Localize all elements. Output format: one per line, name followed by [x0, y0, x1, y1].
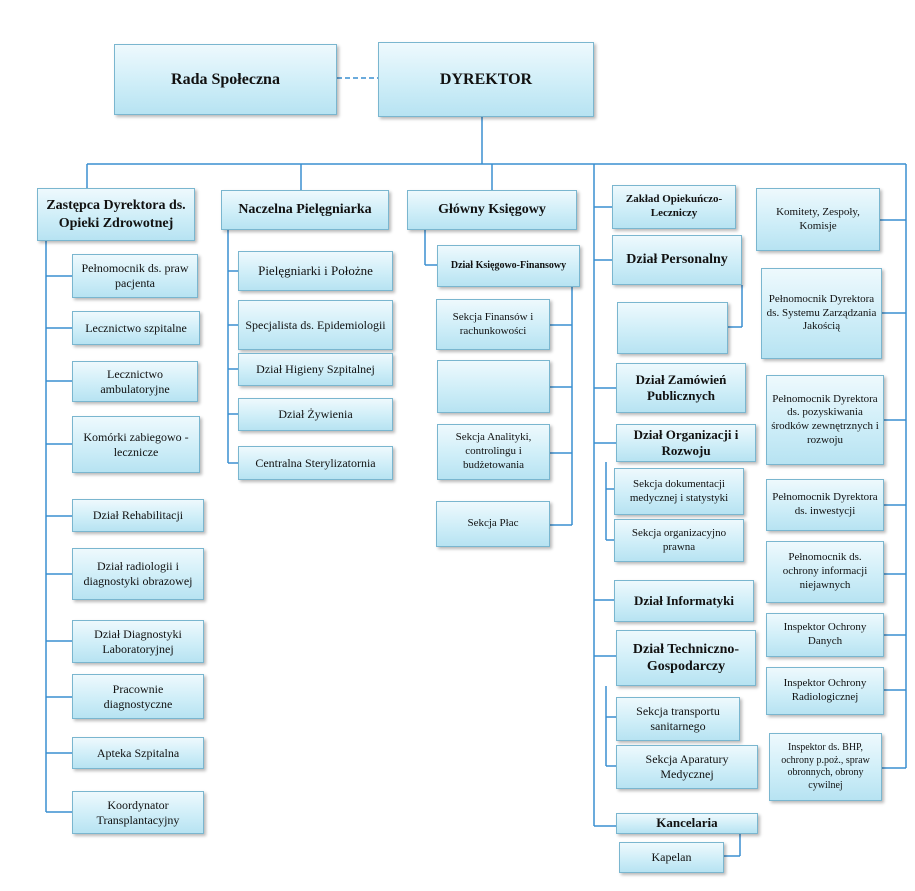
zamowien-box: Dział Zamówień Publicznych — [616, 363, 746, 413]
personalny-label: Dział Personalny — [626, 252, 728, 268]
col1-item: Koordynator Transplantacyjny — [72, 791, 204, 834]
col2-item-label: Centralna Sterylizatornia — [255, 455, 376, 470]
col5-item-label: Inspektor Ochrony Radiologicznej — [783, 677, 867, 703]
col5-item: Pełnomocnik ds. ochrony informacji nieja… — [766, 541, 884, 603]
col5-item-label: Pełnomocnik Dyrektora ds. inwestycji — [772, 491, 878, 517]
aparatura-label: Sekcja Aparatury Medycznej — [645, 752, 729, 781]
col2-item: Specjalista ds. Epidemiologii — [238, 300, 393, 350]
transport-label: Sekcja transportu sanitarnego — [636, 704, 720, 733]
col3-head-label: Główny Księgowy — [438, 202, 546, 218]
kapelan-box: Kapelan — [619, 842, 724, 873]
col1-item-label: Dział radiologii i diagnostyki obrazowej — [83, 559, 193, 588]
sekcja-dok-box: Sekcja dokumentacji medycznej i statysty… — [614, 468, 744, 515]
col3-item-empty — [437, 360, 550, 413]
col2-item: Dział Higieny Szpitalnej — [238, 353, 393, 386]
col1-head-label: Zastępca Dyrektora ds. Opieki Zdrowotnej — [46, 198, 186, 231]
dyrektor-box: DYREKTOR — [378, 42, 594, 117]
kancelaria-box: Kancelaria — [616, 813, 758, 834]
organizacji-label: Dział Organizacji i Rozwoju — [633, 426, 739, 458]
col5-item: Pełnomocnik Dyrektora ds. pozyskiwania ś… — [766, 375, 884, 465]
organizacji-box: Dział Organizacji i Rozwoju — [616, 424, 756, 462]
col1-item: Dział Rehabilitacji — [72, 499, 204, 532]
col2-item-label: Pielęgniarki i Położne — [258, 262, 373, 278]
informatyki-label: Dział Informatyki — [633, 592, 735, 608]
col5-item: Inspektor Ochrony Danych — [766, 613, 884, 657]
col1-head: Zastępca Dyrektora ds. Opieki Zdrowotnej — [37, 188, 195, 241]
zol-label: Zakład Opiekuńczo-Leczniczy — [625, 193, 723, 219]
col1-item: Pełnomocnik ds. praw pacjenta — [72, 254, 198, 298]
sekcja-dok-label: Sekcja dokumentacji medycznej i statysty… — [629, 477, 729, 504]
col5-item-label: Inspektor Ochrony Danych — [783, 621, 867, 647]
col3-item-label: Sekcja Finansów i rachunkowości — [452, 310, 534, 337]
col1-item: Lecznictwo szpitalne — [72, 311, 200, 345]
col1-item-label: Dział Diagnostyki Laboratoryjnej — [94, 626, 182, 656]
col3-item-label: Sekcja Analityki, controlingu i budżetow… — [455, 431, 532, 471]
col1-item: Apteka Szpitalna — [72, 737, 204, 769]
col5-item: Inspektor Ochrony Radiologicznej — [766, 667, 884, 715]
col5-item-label: Pełnomocnik Dyrektora ds. Systemu Zarząd… — [766, 292, 877, 333]
kapelan-label: Kapelan — [651, 850, 692, 864]
techniczny-label: Dział Techniczno-Gospodarczy — [632, 641, 740, 675]
col1-item-label: Lecznictwo szpitalne — [85, 320, 187, 335]
rada-spoleczna-box: Rada Społeczna — [114, 44, 337, 115]
col1-item: Pracownie diagnostyczne — [72, 674, 204, 719]
col3-sub-label: Dział Księgowo-Finansowy — [450, 259, 567, 271]
zol-box: Zakład Opiekuńczo-Leczniczy — [612, 185, 736, 229]
aparatura-box: Sekcja Aparatury Medycznej — [616, 745, 758, 789]
col3-head: Główny Księgowy — [407, 190, 577, 230]
empty-box — [617, 302, 728, 354]
col3-item-label: Sekcja Płac — [467, 517, 519, 530]
col1-item: Dział Diagnostyki Laboratoryjnej — [72, 620, 204, 663]
col3-sub: Dział Księgowo-Finansowy — [437, 245, 580, 287]
col2-item-label: Dział Higieny Szpitalnej — [256, 362, 375, 376]
col2-item-label: Dział Żywienia — [278, 407, 353, 421]
col5-item: Inspektor ds. BHP, ochrony p.poż., spraw… — [769, 733, 882, 801]
col1-item: Komórki zabiegowo - lecznicze — [72, 416, 200, 473]
col2-item: Dział Żywienia — [238, 398, 393, 431]
col5-item-label: Inspektor ds. BHP, ochrony p.poż., spraw… — [781, 742, 870, 791]
col2-head-label: Naczelna Pielęgniarka — [238, 202, 372, 218]
col1-item-label: Pełnomocnik ds. praw pacjenta — [81, 261, 189, 290]
transport-box: Sekcja transportu sanitarnego — [616, 697, 740, 741]
col1-item-label: Koordynator Transplantacyjny — [96, 797, 180, 827]
rada-spoleczna-label: Rada Społeczna — [171, 70, 280, 88]
col5-item-label: Komitety, Zespoły, Komisje — [776, 205, 860, 232]
col5-item: Komitety, Zespoły, Komisje — [756, 188, 880, 251]
col1-item: Lecznictwo ambulatoryjne — [72, 361, 198, 402]
col2-item: Pielęgniarki i Położne — [238, 251, 393, 291]
col1-item-label: Apteka Szpitalna — [96, 745, 180, 760]
col2-item: Centralna Sterylizatornia — [238, 446, 393, 480]
col2-item-label: Specjalista ds. Epidemiologii — [245, 317, 386, 332]
col3-item: Sekcja Analityki, controlingu i budżetow… — [437, 424, 550, 480]
sekcja-org-box: Sekcja organizacyjno prawna — [614, 519, 744, 562]
col1-item-label: Dział Rehabilitacji — [92, 508, 184, 522]
col5-item-label: Pełnomocnik ds. ochrony informacji nieja… — [782, 551, 868, 591]
col1-item: Dział radiologii i diagnostyki obrazowej — [72, 548, 204, 600]
col2-head: Naczelna Pielęgniarka — [221, 190, 389, 230]
personalny-box: Dział Personalny — [612, 235, 742, 285]
col3-item: Sekcja Finansów i rachunkowości — [436, 299, 550, 350]
kancelaria-label: Kancelaria — [656, 815, 718, 831]
col1-item-label: Pracownie diagnostyczne — [103, 681, 173, 711]
col5-item-label: Pełnomocnik Dyrektora ds. pozyskiwania ś… — [771, 392, 879, 446]
dyrektor-label: DYREKTOR — [439, 70, 533, 88]
techniczny-box: Dział Techniczno-Gospodarczy — [616, 630, 756, 686]
col1-item-label: Lecznictwo ambulatoryjne — [100, 366, 170, 396]
col1-item-label: Komórki zabiegowo - lecznicze — [83, 429, 189, 459]
col5-item: Pełnomocnik Dyrektora ds. Systemu Zarząd… — [761, 268, 882, 359]
informatyki-box: Dział Informatyki — [614, 580, 754, 622]
col5-item: Pełnomocnik Dyrektora ds. inwestycji — [766, 479, 884, 531]
zamowien-label: Dział Zamówień Publicznych — [635, 371, 727, 403]
col3-item: Sekcja Płac — [436, 501, 550, 547]
sekcja-org-label: Sekcja organizacyjno prawna — [631, 526, 727, 553]
